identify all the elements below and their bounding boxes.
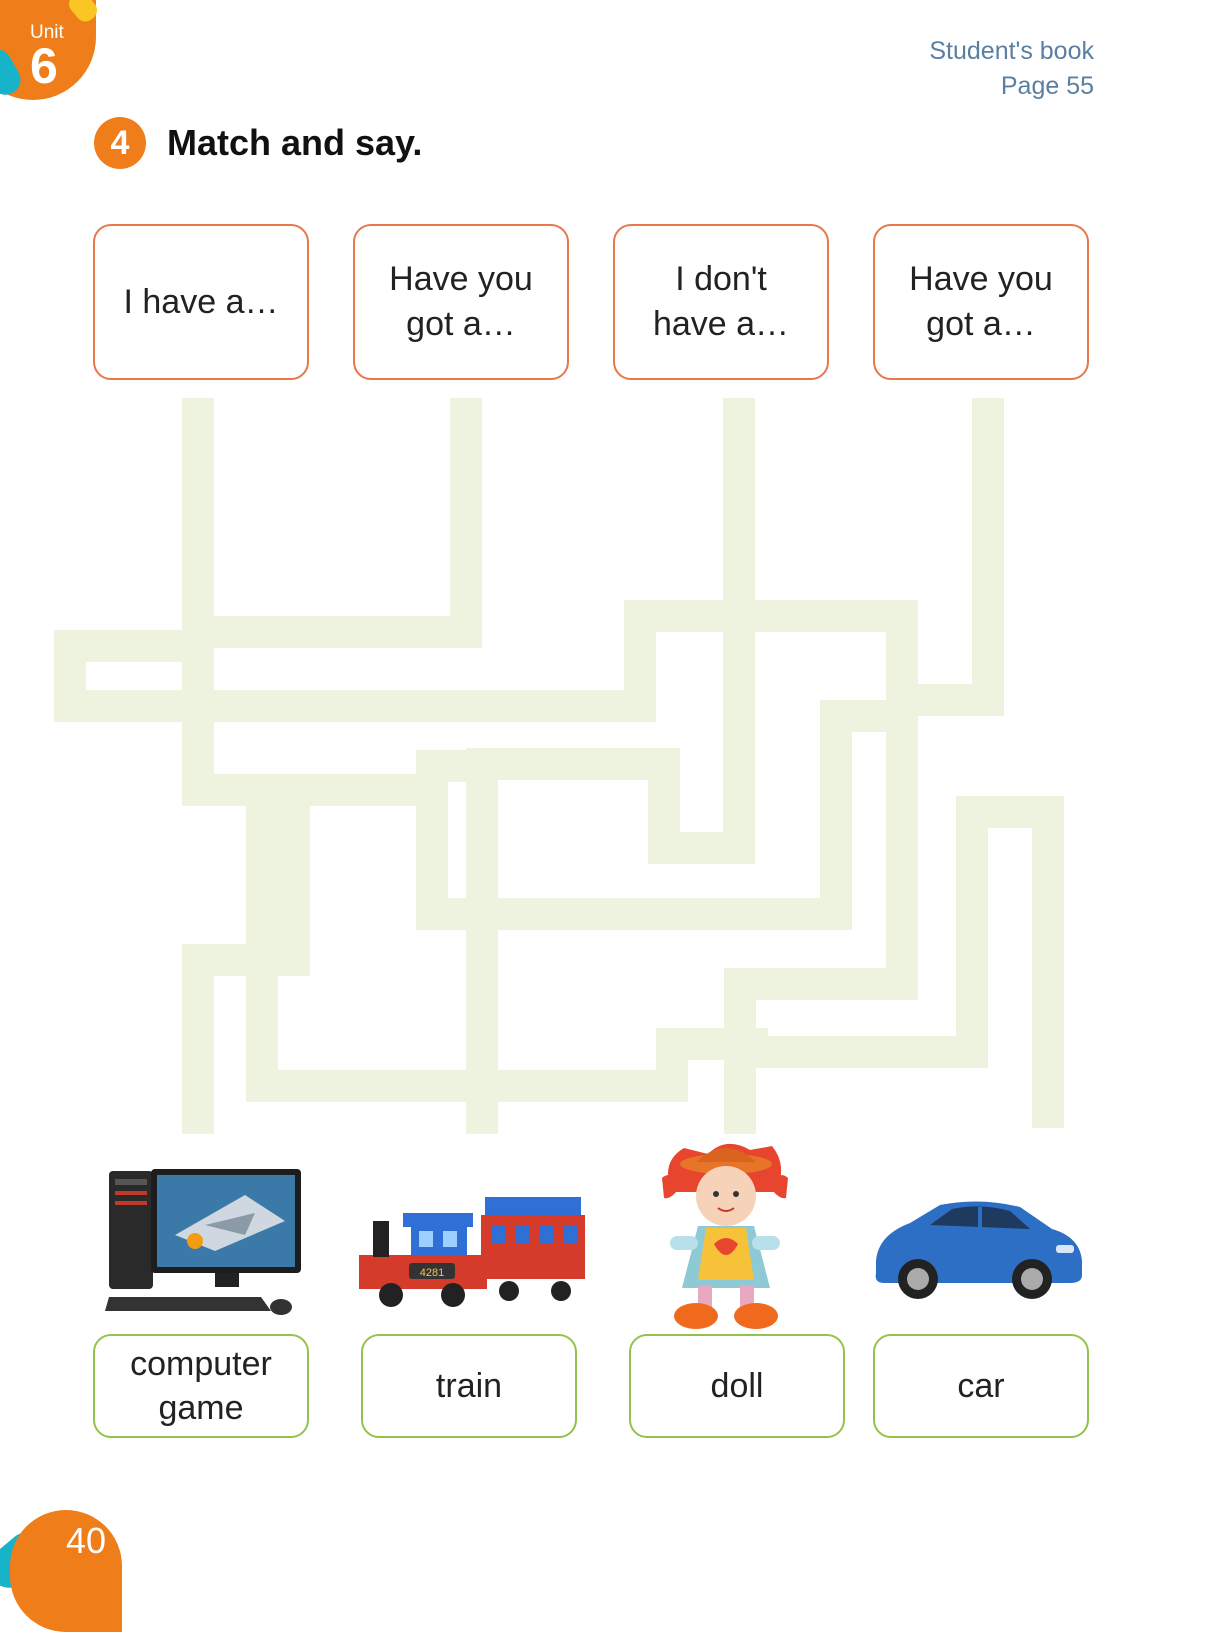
maze-paths (54, 398, 1064, 1134)
phrase-line: Have you (909, 260, 1053, 298)
unit-number: 6 (30, 38, 58, 94)
maze-path (54, 398, 1004, 722)
word-box-car: car (873, 1334, 1089, 1438)
word-line: train (435, 1367, 503, 1405)
toy-train-icon: 4281 (359, 1197, 585, 1307)
doll-icon (662, 1143, 788, 1329)
book-reference-page: Page 55 (1000, 72, 1094, 100)
car-icon (875, 1201, 1082, 1299)
page-number: 40 (66, 1520, 107, 1561)
book-reference: Student's book Page 55 (929, 34, 1094, 104)
phrase-line: got a… (406, 305, 516, 343)
word-line: computer (130, 1345, 272, 1383)
word-box-computer-game: computer game (93, 1334, 309, 1438)
word-line: game (158, 1389, 244, 1427)
word-box-train: train (361, 1334, 577, 1438)
book-reference-title: Student's book (929, 37, 1094, 65)
word-line: car (957, 1367, 1005, 1405)
word-box-doll: doll (629, 1334, 845, 1438)
maze-path (182, 398, 1064, 1128)
phrase-line: Have you (389, 260, 533, 298)
unit-label: Unit (30, 22, 64, 43)
computer-game-icon (105, 1169, 301, 1315)
maze-path (416, 750, 836, 930)
phrase-box-4: Have you got a… (873, 224, 1089, 380)
svg-text:4281: 4281 (420, 1267, 444, 1279)
maze-path (466, 398, 755, 1134)
phrase-line: I have a… (123, 282, 279, 321)
phrase-line: have a… (652, 305, 790, 343)
phrase-box-3: I don't have a… (613, 224, 829, 380)
phrase-line: got a… (926, 305, 1036, 343)
phrase-line: I don't (675, 260, 767, 298)
phrase-box-2: Have you got a… (353, 224, 569, 380)
word-line: doll (710, 1367, 764, 1405)
exercise-number: 4 (94, 117, 146, 169)
phrase-box-1: I have a… (93, 224, 309, 380)
exercise-title: Match and say. (167, 122, 423, 163)
